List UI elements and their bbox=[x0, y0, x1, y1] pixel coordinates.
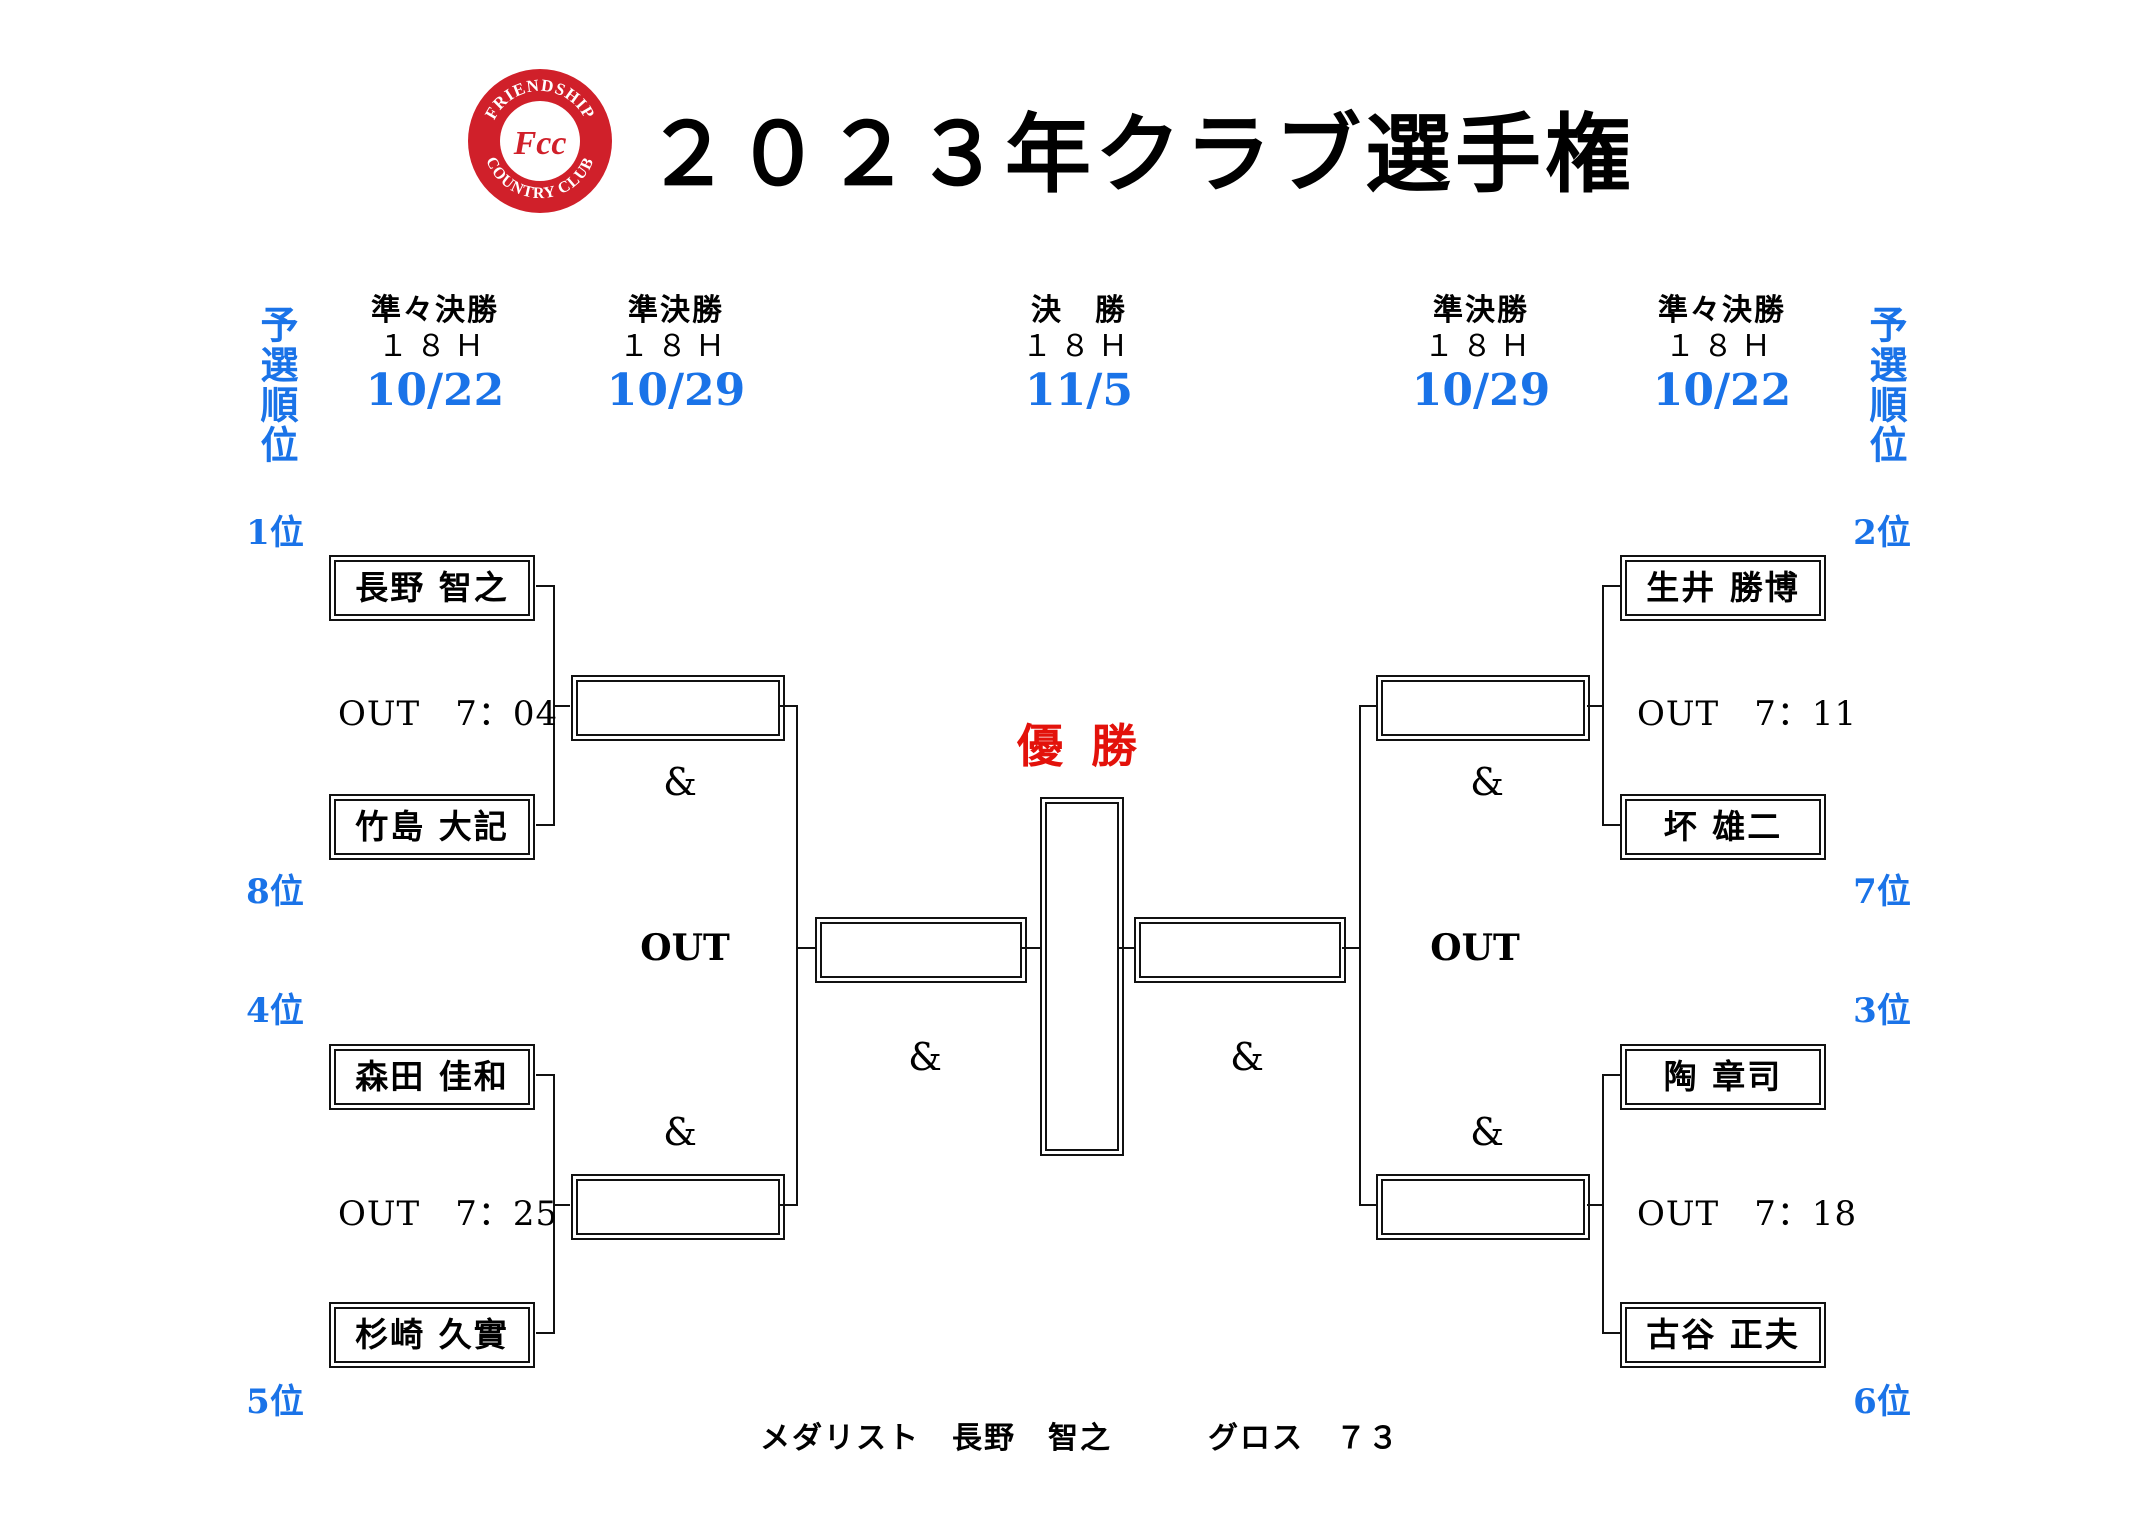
round-header-left-sf: 準決勝 １８Ｈ 10/29 bbox=[566, 292, 786, 418]
player-box-left-1: 長野 智之 bbox=[329, 555, 535, 621]
final-box-right bbox=[1134, 917, 1346, 983]
round-header-left-qf: 準々決勝 １８Ｈ 10/22 bbox=[325, 292, 545, 418]
round-name: 準々決勝 bbox=[1658, 293, 1786, 328]
out-label-left: OUT bbox=[640, 927, 730, 969]
round-holes: １８Ｈ bbox=[1665, 329, 1779, 364]
player-box-left-2: 竹島 大記 bbox=[329, 794, 535, 860]
round-date: 10/29 bbox=[1411, 365, 1551, 416]
round-name: 決 勝 bbox=[1031, 293, 1127, 328]
round-header-final: 決 勝 １８Ｈ 11/5 bbox=[969, 292, 1189, 418]
medalist-footer: メダリスト 長野 智之 グロス ７３ bbox=[760, 1421, 1400, 1456]
rank-right-3: 3位 bbox=[1853, 991, 1911, 1031]
qualifying-rank-label-left: 予選順位 bbox=[254, 305, 299, 465]
round-holes: １８Ｈ bbox=[378, 329, 492, 364]
round-header-right-sf: 準決勝 １８Ｈ 10/29 bbox=[1371, 292, 1591, 418]
rank-right-4: 6位 bbox=[1853, 1382, 1911, 1422]
round-date: 10/29 bbox=[606, 365, 746, 416]
player-box-left-4: 杉崎 久實 bbox=[329, 1302, 535, 1368]
round-date: 10/22 bbox=[1652, 365, 1792, 416]
tee-time-right-bottom: OUT 7：18 bbox=[1637, 1194, 1858, 1234]
out-label-right: OUT bbox=[1430, 927, 1520, 969]
semifinal-box-right-top bbox=[1376, 675, 1590, 741]
tee-time-left-bottom: OUT 7：25 bbox=[338, 1194, 559, 1234]
tee-time-right-top: OUT 7：11 bbox=[1637, 694, 1858, 734]
bracket-line bbox=[780, 705, 798, 1206]
pair-amp-final-left: & bbox=[908, 1035, 942, 1079]
round-date: 10/22 bbox=[365, 365, 505, 416]
round-holes: １８Ｈ bbox=[1424, 329, 1538, 364]
round-holes: １８Ｈ bbox=[1022, 329, 1136, 364]
pair-amp-left-sf-bottom: & bbox=[663, 1110, 697, 1154]
logo-monogram: Fcc bbox=[513, 125, 567, 162]
bracket-line bbox=[1602, 1074, 1621, 1334]
player-box-left-3: 森田 佳和 bbox=[329, 1044, 535, 1110]
bracket-line bbox=[1602, 585, 1621, 826]
round-name: 準決勝 bbox=[628, 293, 724, 328]
round-name: 準々決勝 bbox=[371, 293, 499, 328]
rank-left-4: 5位 bbox=[246, 1382, 304, 1422]
champion-label: 優 勝 bbox=[1016, 719, 1143, 773]
pair-amp-right-sf-bottom: & bbox=[1470, 1110, 1504, 1154]
player-box-right-1: 生井 勝博 bbox=[1620, 555, 1826, 621]
page-title: ２０２３年クラブ選手権 bbox=[645, 104, 1635, 205]
semifinal-box-left-top bbox=[571, 675, 785, 741]
round-holes: １８Ｈ bbox=[619, 329, 733, 364]
semifinal-box-right-bottom bbox=[1376, 1174, 1590, 1240]
rank-right-2: 7位 bbox=[1853, 872, 1911, 912]
player-box-right-4: 古谷 正夫 bbox=[1620, 1302, 1826, 1368]
round-date: 11/5 bbox=[1025, 365, 1133, 416]
player-box-right-2: 坏 雄二 bbox=[1620, 794, 1826, 860]
tee-time-left-top: OUT 7：04 bbox=[338, 694, 559, 734]
pair-amp-final-right: & bbox=[1230, 1035, 1264, 1079]
player-box-right-3: 陶 章司 bbox=[1620, 1044, 1826, 1110]
round-name: 準決勝 bbox=[1433, 293, 1529, 328]
champion-box bbox=[1040, 797, 1124, 1156]
round-header-right-qf: 準々決勝 １８Ｈ 10/22 bbox=[1612, 292, 1832, 418]
semifinal-box-left-bottom bbox=[571, 1174, 785, 1240]
pair-amp-right-sf-top: & bbox=[1470, 760, 1504, 804]
rank-left-1: 1位 bbox=[246, 513, 304, 553]
qualifying-rank-label-right: 予選順位 bbox=[1863, 305, 1908, 465]
pair-amp-left-sf-top: & bbox=[663, 760, 697, 804]
final-box-left bbox=[815, 917, 1027, 983]
club-logo: FRIENDSHIP COUNTRY CLUB Fcc bbox=[468, 69, 612, 213]
rank-right-1: 2位 bbox=[1853, 513, 1911, 553]
bracket-line bbox=[1359, 705, 1377, 1206]
rank-left-2: 8位 bbox=[246, 872, 304, 912]
rank-left-3: 4位 bbox=[246, 991, 304, 1031]
